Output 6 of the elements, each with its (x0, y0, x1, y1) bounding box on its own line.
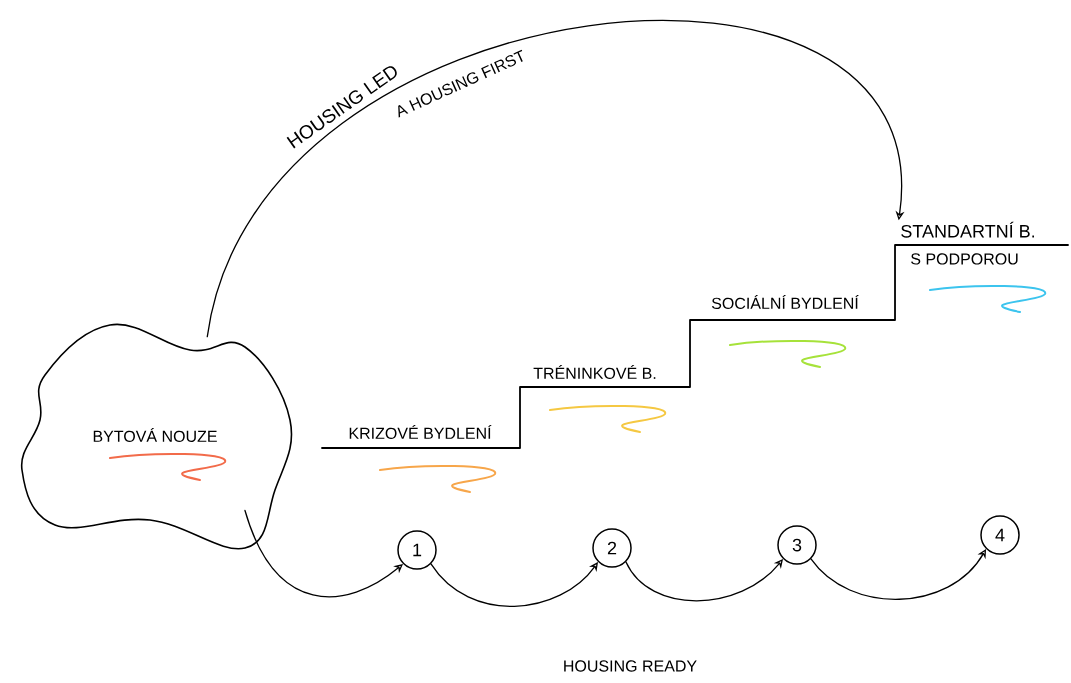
step-label: HOUSING READY (564, 660, 697, 672)
curved-arrow (206, 19, 905, 338)
step-label: SOCIÁLNÍ BYDLENÍ (711, 295, 859, 309)
step-label: STANDARTNÍ B. S PODPOROU (901, 221, 1035, 265)
step-label: KRIZOVÉ BYDLENÍ (349, 425, 492, 439)
step-label: TRÉNINKOVÉ B. (533, 365, 656, 379)
